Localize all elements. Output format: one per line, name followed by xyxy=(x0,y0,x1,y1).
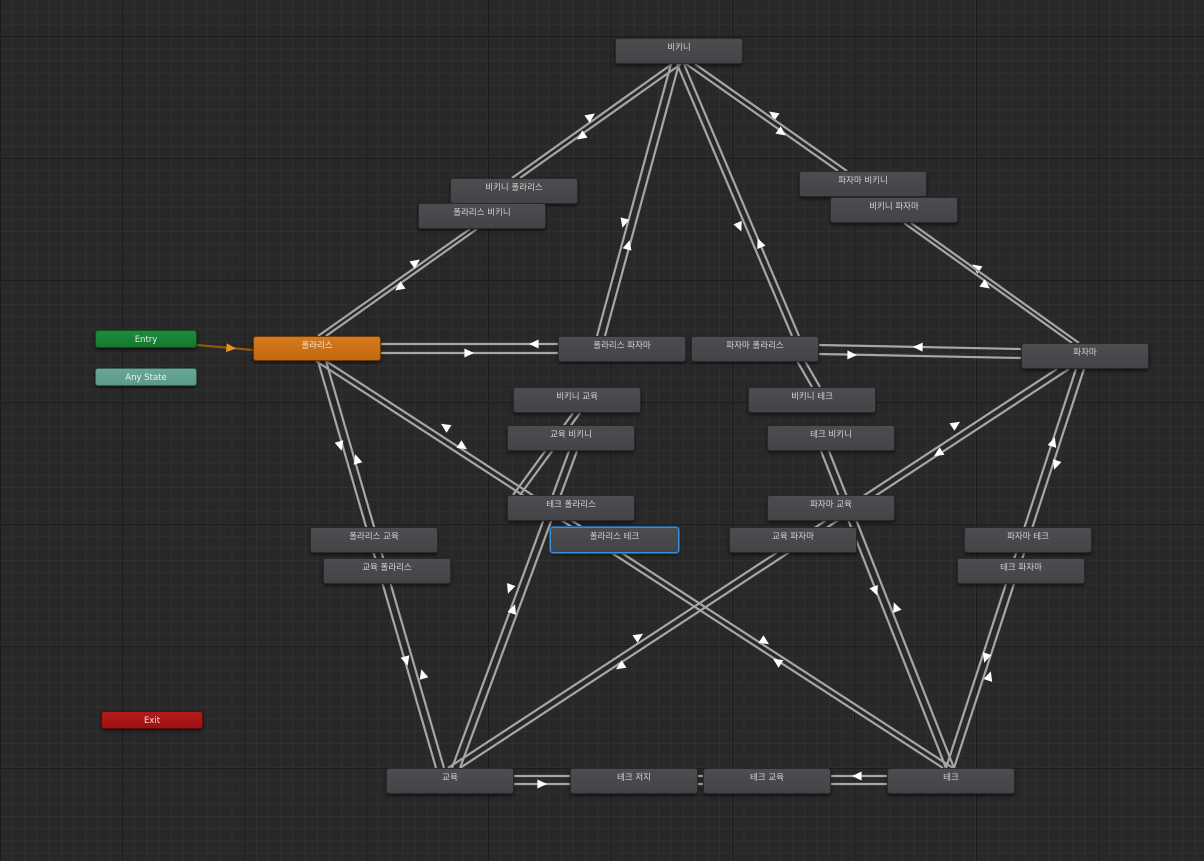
exit-node[interactable]: Exit xyxy=(101,711,203,729)
edge-tech-link-a[interactable] xyxy=(796,360,813,388)
edge-pajama-education-a[interactable] xyxy=(447,368,1058,769)
edge-bikini-pajama-b[interactable] xyxy=(694,63,848,172)
state-pajama-education[interactable]: 파자마 교육 xyxy=(767,495,895,521)
edge-pajama-bikini-b[interactable] xyxy=(910,222,1080,344)
state-tech[interactable]: 테크 xyxy=(887,768,1015,794)
edge-bikini-pajama-a-arrow xyxy=(769,111,780,121)
edge-education-bikini-b-arrow xyxy=(507,604,516,615)
edge-education-bikini-a-arrow xyxy=(507,583,516,594)
edge-polaris-education-b-arrow xyxy=(353,454,363,465)
edge-bikini-polaris-a-arrow xyxy=(584,113,595,123)
state-education[interactable]: 교육 xyxy=(386,768,514,794)
edge-polaris-pajama-b-arrow xyxy=(464,348,474,358)
edge-bikini-education-a[interactable] xyxy=(595,63,673,337)
edge-bikini-education-b[interactable] xyxy=(603,63,681,337)
transition-arrow-3 xyxy=(615,660,627,670)
state-education-pajama[interactable]: 교육 파자마 xyxy=(729,527,857,553)
edge-polaris-tech-a[interactable] xyxy=(315,360,944,769)
state-pajama-tech[interactable]: 파자마 테크 xyxy=(964,527,1092,553)
transition-arrow-4 xyxy=(758,635,770,645)
edge-pajama-education-b[interactable] xyxy=(459,368,1070,769)
edge-tech-bikini-b-arrow xyxy=(893,602,902,613)
edge-pajama-education-b-arrow xyxy=(933,447,945,457)
edge-education-tech-a-arrow xyxy=(852,771,862,781)
edge-bikini-tech-a[interactable] xyxy=(675,63,794,337)
edge-tech-bikini-a-arrow xyxy=(869,585,878,596)
edge-polaris-bikini-b[interactable] xyxy=(325,228,478,337)
entry-node[interactable]: Entry xyxy=(95,330,197,348)
state-polaris-education[interactable]: 폴라리스 교육 xyxy=(310,527,438,553)
state-bikini-education[interactable]: 비키니 교육 xyxy=(513,387,641,413)
state-bikini-polaris[interactable]: 비키니 폴라리스 xyxy=(450,178,578,204)
state-tech-jersey[interactable]: 테크 저지 xyxy=(570,768,698,794)
state-education-polaris[interactable]: 교육 폴라리스 xyxy=(323,558,451,584)
edge-polaris-bikini-a[interactable] xyxy=(317,228,471,337)
edge-bikini-education-b-arrow xyxy=(622,240,632,251)
state-tech-bikini[interactable]: 테크 비키니 xyxy=(767,425,895,451)
edge-bikini-polaris-b[interactable] xyxy=(519,63,682,179)
transition-arrow-6 xyxy=(982,652,992,663)
edge-entry-polaris-arrow xyxy=(226,343,236,353)
edge-bikini-tech-b-arrow xyxy=(757,238,766,250)
state-education-bikini[interactable]: 교육 비키니 xyxy=(507,425,635,451)
edge-polaris-education-a-arrow xyxy=(334,440,344,451)
state-tech-polaris[interactable]: 테크 폴라리스 xyxy=(507,495,635,521)
state-pajama[interactable]: 파자마 xyxy=(1021,343,1149,369)
transition-arrow-0 xyxy=(400,655,410,666)
edge-bikini-tech-b[interactable] xyxy=(682,63,801,337)
edge-bikini-polaris-b-arrow xyxy=(577,130,588,140)
edge-polaris-tech-b-arrow xyxy=(456,440,468,450)
state-pajama-polaris[interactable]: 파자마 폴라리스 xyxy=(691,336,819,362)
edge-pajama-bikini-a[interactable] xyxy=(903,222,1073,344)
state-tech-pajama[interactable]: 테크 파자마 xyxy=(957,558,1085,584)
edge-bikini-polaris-a[interactable] xyxy=(511,63,673,179)
state-polaris-bikini[interactable]: 폴라리스 비키니 xyxy=(418,203,546,229)
edge-polaris-bikini-b-arrow xyxy=(395,281,406,291)
edge-education-tech-b-arrow xyxy=(537,779,547,789)
state-bikini-tech[interactable]: 비키니 테크 xyxy=(748,387,876,413)
edge-pajama-polaris-a-arrow xyxy=(913,342,923,352)
any-state-node[interactable]: Any State xyxy=(95,368,197,386)
edge-polaris-bikini-a-arrow xyxy=(409,259,420,269)
edge-bikini-pajama-a[interactable] xyxy=(685,63,839,172)
edge-pajama-tech-a-arrow xyxy=(1047,437,1057,448)
edge-polaris-tech-a-arrow xyxy=(440,423,452,433)
edge-pajama-education-a-arrow xyxy=(949,421,961,431)
transition-arrow-2 xyxy=(632,633,644,643)
transition-arrow-5 xyxy=(772,658,784,668)
edge-polaris-pajama-a-arrow xyxy=(529,339,539,349)
edge-polaris-tech-b[interactable] xyxy=(325,360,954,769)
state-polaris-tech[interactable]: 폴라리스 테크 xyxy=(550,527,679,553)
edge-bikini-pajama-b-arrow xyxy=(775,126,786,136)
state-polaris-pajama[interactable]: 폴라리스 파자마 xyxy=(558,336,686,362)
edge-entry-polaris xyxy=(196,343,254,352)
transition-arrow-1 xyxy=(419,669,429,680)
edge-bikini-tech-a-arrow xyxy=(733,220,742,232)
edge-tech-link-b[interactable] xyxy=(804,360,821,388)
state-tech-education[interactable]: 테크 교육 xyxy=(703,768,831,794)
transition-arrow-7 xyxy=(983,671,993,682)
state-bikini[interactable]: 비키니 xyxy=(615,38,743,64)
edge-pajama-bikini-b-arrow xyxy=(979,279,990,289)
edge-bikini-education-a-arrow xyxy=(620,217,630,228)
edge-pajama-tech-b-arrow xyxy=(1052,459,1062,470)
edge-pajama-polaris-b-arrow xyxy=(847,350,857,360)
state-polaris[interactable]: 폴라리스 xyxy=(253,336,381,361)
state-pajama-bikini[interactable]: 파자마 비키니 xyxy=(799,171,927,197)
state-bikini-pajama[interactable]: 비키니 파자마 xyxy=(830,197,958,223)
